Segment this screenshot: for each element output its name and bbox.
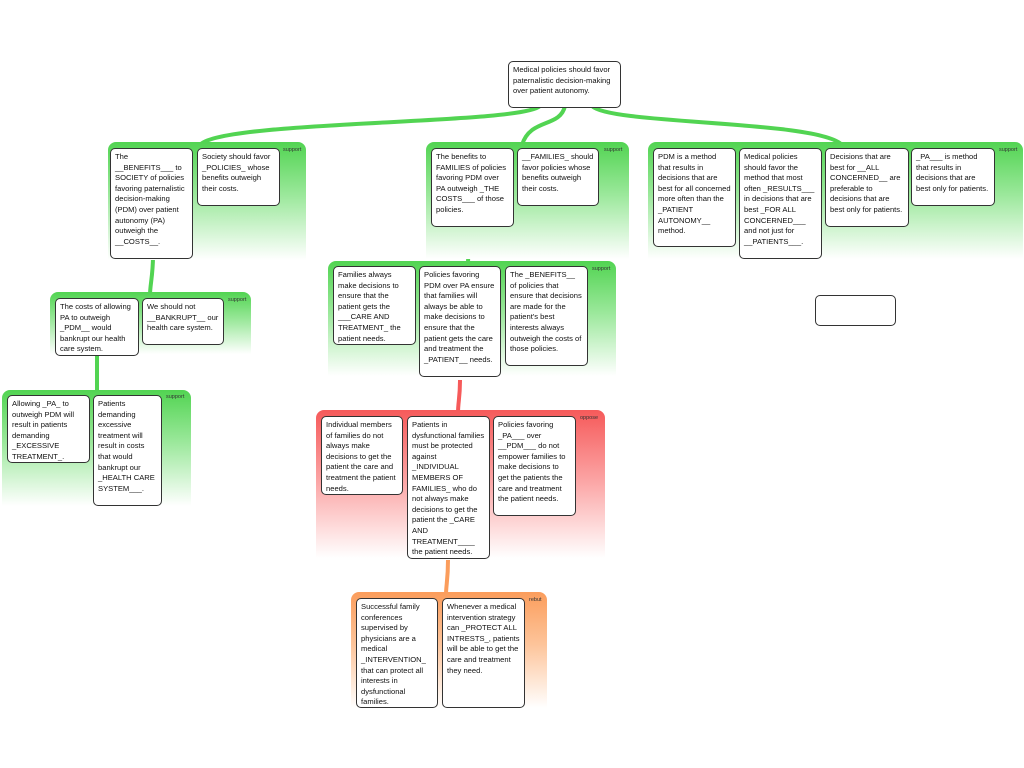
claim-box[interactable]: Whenever a medical intervention strategy… (442, 598, 525, 708)
empty-box[interactable] (815, 295, 896, 326)
claim-box[interactable]: __FAMILIES_ should favor policies whose … (517, 148, 599, 206)
claim-box[interactable]: Patients in dysfunctional families must … (407, 416, 490, 559)
claim-box[interactable]: The __BENEFITS___ to SOCIETY of policies… (110, 148, 193, 259)
claim-box[interactable]: Policies favoring _PA___ over __PDM___ d… (493, 416, 576, 516)
group-c-label: support (166, 394, 185, 400)
connector-a-b (148, 255, 155, 296)
connector-root-f (590, 104, 844, 147)
group-d-label: support (604, 147, 623, 153)
claim-box[interactable]: Successful family conferences supervised… (356, 598, 438, 708)
claim-box[interactable]: Policies favoring PDM over PA ensure tha… (419, 266, 501, 377)
claim-box[interactable]: Families always make decisions to ensure… (333, 266, 416, 345)
connector-e-r (456, 379, 462, 414)
claim-box[interactable]: Allowing _PA_ to outweigh PDM will resul… (7, 395, 90, 463)
group-b-label: support (228, 297, 247, 303)
group-f-label: support (999, 147, 1018, 153)
claim-box[interactable]: Decisions that are best for __ALL CONCER… (825, 148, 909, 227)
connector-r-o (444, 559, 450, 596)
root-claim[interactable]: Medical policies should favor paternalis… (508, 61, 621, 108)
group-e-label: support (592, 266, 611, 272)
claim-box[interactable]: Medical policies should favor the method… (739, 148, 822, 259)
group-a-label: support (283, 147, 302, 153)
claim-box[interactable]: Society should favor _POLICIES_ whose be… (197, 148, 280, 206)
claim-box[interactable]: PDM is a method that results in decision… (653, 148, 736, 247)
connector-root-a (198, 104, 542, 147)
claim-box[interactable]: Individual members of families do not al… (321, 416, 403, 495)
claim-box[interactable]: _PA___ is method that results in decisio… (911, 148, 995, 206)
connector-root-d (520, 105, 567, 146)
group-rebut-label: rebut (529, 597, 542, 603)
claim-box[interactable]: The benefits to FAMILIES of policies fav… (431, 148, 514, 227)
claim-box[interactable]: The costs of allowing PA to outweigh _PD… (55, 298, 139, 356)
claim-box[interactable]: We should not __BANKRUPT__ our health ca… (142, 298, 224, 345)
group-oppose-label: oppose (580, 415, 599, 421)
claim-box[interactable]: Patients demanding excessive treatment w… (93, 395, 162, 506)
claim-box[interactable]: The _BENEFITS__ of policies that ensure … (505, 266, 588, 366)
